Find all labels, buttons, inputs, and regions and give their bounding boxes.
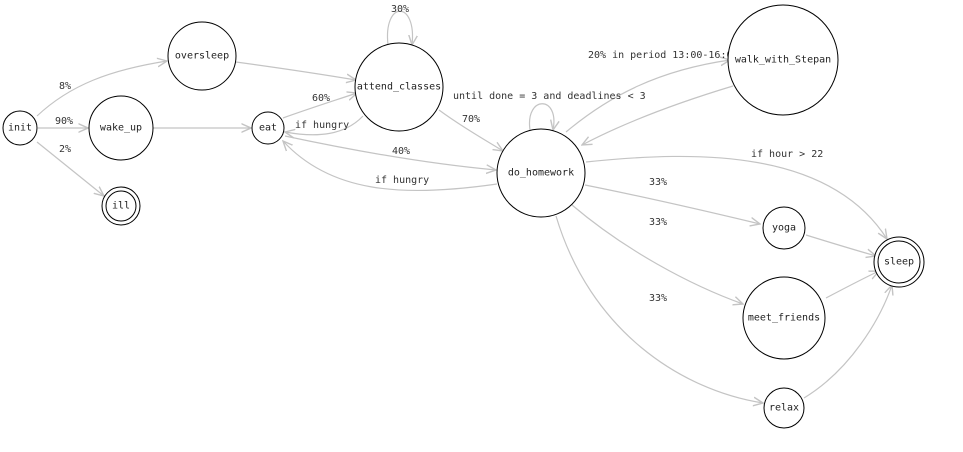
node-label-oversleep: oversleep [175,51,229,62]
edge-homework-relax [555,215,763,403]
edge-homework-yoga [584,184,760,224]
node-label-yoga: yoga [772,223,796,234]
edge-label-init-wake-up: 90% [55,116,73,127]
node-do-homework[interactable]: do_homework [496,128,586,218]
node-eat[interactable]: eat [251,111,285,145]
edge-label-homework-self: until done = 3 and deadlines < 3 [453,91,646,102]
node-label-wake-up: wake_up [100,123,142,134]
edge-homework-meet [571,204,743,304]
node-init[interactable]: init [2,110,38,146]
edge-homework-sleep [585,155,887,239]
node-label-meet-friends: meet_friends [748,313,820,324]
edge-label-homework-eat: if hungry [375,175,429,186]
edge-walk-homework [582,85,734,145]
edge-homework-walk [565,60,730,133]
edge-label-homework-meet: 33% [649,217,667,228]
edge-label-attend-homework: 70% [462,114,480,125]
edge-init-ill [36,141,104,196]
edge-yoga-sleep [805,234,876,256]
node-wake-up[interactable]: wake_up [88,95,154,161]
node-label-sleep: sleep [884,257,914,268]
node-sleep[interactable]: sleep [873,236,925,288]
edge-homework-eat [283,141,498,192]
edge-meet-sleep [825,271,879,299]
node-label-walk-with-stepan: walk_with_Stepan [735,55,831,66]
edge-label-init-ill: 2% [59,144,71,155]
node-attend-classes[interactable]: attend_classes [354,42,444,132]
edge-homework-self [528,103,554,130]
edge-relax-sleep [803,285,892,399]
node-oversleep[interactable]: oversleep [167,21,237,91]
node-label-do-homework: do_homework [508,168,574,179]
node-label-ill: ill [112,201,130,212]
node-walk-with-stepan[interactable]: walk_with_Stepan [727,4,839,116]
node-meet-friends[interactable]: meet_friends [742,276,826,360]
edge-label-attend-self: 30% [391,4,409,15]
edge-label-homework-relax: 33% [649,293,667,304]
node-ill[interactable]: ill [101,186,141,226]
edge-attend-self [386,10,412,45]
node-relax[interactable]: relax [763,387,805,429]
edge-oversleep-attend [235,61,356,80]
node-label-eat: eat [259,123,277,134]
edge-init-oversleep [36,61,167,117]
node-label-attend-classes: attend_classes [357,82,441,93]
edge-label-homework-yoga: 33% [649,177,667,188]
edge-label-init-oversleep: 8% [59,81,71,92]
edge-label-eat-attend: 60% [312,93,330,104]
edge-eat-attend [282,93,357,119]
edge-label-eat-homework: 40% [392,146,410,157]
edge-attend-eat [285,115,364,135]
edge-label-attend-eat: if hungry [295,120,349,131]
node-label-init: init [8,123,32,134]
edge-eat-homework [284,135,496,170]
edge-attend-homework [438,109,503,151]
node-label-relax: relax [769,403,799,414]
edge-label-homework-walk: 20% in period 13:00-16:00 [588,50,739,61]
node-yoga[interactable]: yoga [762,206,806,250]
edge-label-homework-sleep: if hour > 22 [751,149,823,160]
